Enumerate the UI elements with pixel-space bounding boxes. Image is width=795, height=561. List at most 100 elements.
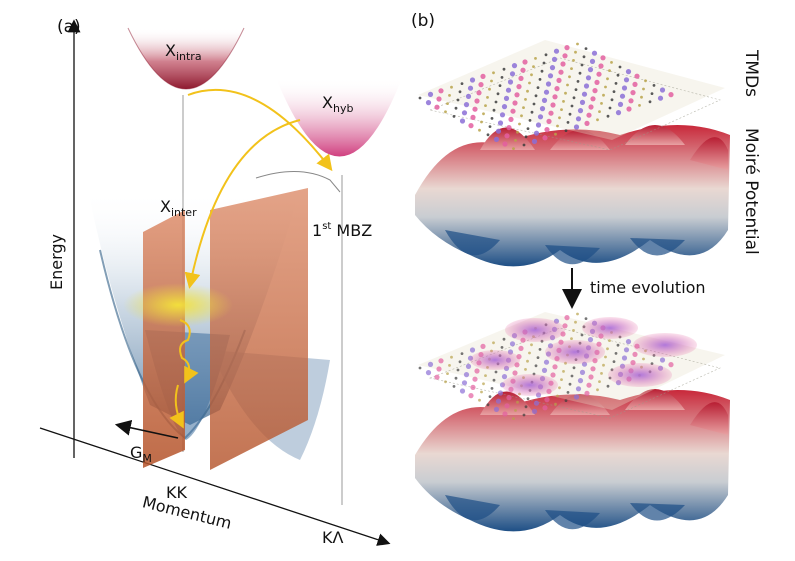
tmd-atom [617,101,624,107]
tmd-atom [558,386,561,390]
tmd-atom [446,372,449,375]
tmd-atom [492,71,495,75]
tmd-atom [540,69,544,73]
tmd-atom [534,94,538,98]
tmd-atom [526,359,529,363]
tmd-atom [543,89,550,95]
tmd-atom [650,92,654,95]
tmd-atom [579,99,586,105]
tmd-lattice-grid [428,327,721,419]
tmd-atom [532,102,536,106]
tmd-atom [506,395,512,401]
localized-exciton [505,318,565,342]
tmd-atom [514,92,520,98]
tmd-atom [536,356,540,359]
tmd-atom [488,87,491,91]
tmd-atom [541,97,548,103]
tmd-atom [564,399,568,402]
moire-peak [550,394,610,415]
tmd-atom [547,73,554,79]
tmd-atom [588,374,594,380]
tmd-atom [584,390,590,396]
tmd-atom [632,81,638,87]
tmd-atom [577,378,584,384]
tmd-atom [512,370,518,376]
tmd-atom [425,100,432,106]
tmd-atom [528,119,532,122]
tmd-atom [596,71,602,77]
tmd-atom [542,61,546,65]
momentum-plane-right [210,188,308,470]
tmd-atom [590,366,596,372]
moire-peak [550,130,610,150]
tmd-atom [589,58,596,64]
tmd-atom [478,128,481,132]
tmd-atom [500,76,504,79]
tmd-atom [560,61,566,67]
tmd-atom [506,125,512,131]
tmd-atom [618,65,622,69]
tmd-atom [642,357,645,361]
tmd-atom [562,100,565,103]
localized-exciton [608,363,672,387]
tmd-atom [562,53,568,59]
tmd-atom [584,120,590,126]
tmd-atom [577,108,584,114]
tmd-atom [465,363,472,369]
tmd-atom [520,114,523,118]
moire-surface-top [415,125,730,267]
tmd-atom [580,63,584,67]
tmd-atom [434,104,440,110]
tmd-atom [460,352,464,355]
tmd-atom [446,102,449,105]
tmd-atom [550,372,556,378]
tmd-atom [551,56,558,63]
tmd-atom [504,403,510,409]
tmd-atom [493,406,500,412]
tmd-atom [602,93,605,97]
tmd-atom [585,75,592,81]
tmd-atom [434,374,440,380]
tmd-atom [501,374,508,380]
tmd-atom [542,405,548,411]
moire-valley [630,238,685,256]
tmd-atom [528,81,531,85]
tmd-atom [509,341,516,347]
tmd-atom [514,409,517,412]
tmd-atom [642,87,645,91]
tmd-atom [514,139,517,142]
tmd-atom [418,366,422,370]
tmd-atom [469,347,476,353]
tmd-atom [456,98,460,102]
tmd-atom [564,91,567,95]
tmd-atom [502,337,506,341]
tmd-atom [553,48,560,54]
tmd-atom [566,121,570,124]
tmd-atom [610,61,613,64]
tmd-atom [584,317,588,320]
panel-a: (a) Energy Xintra Xhyb Xinter 1st MBZ GM… [39,17,402,547]
tmd-atom [532,65,535,68]
momentum-axis [39,427,391,546]
tmd-atom [522,413,526,417]
tmd-atom [570,337,573,340]
tmds-label: TMDs [741,49,761,97]
tmd-atom [572,366,576,370]
energy-axis-label: Energy [47,234,66,290]
tmd-atom [570,104,574,108]
tmd-atom [600,102,603,105]
tmd-atom [482,382,485,386]
tmd-atom [648,100,652,104]
tmd-atom [508,116,514,122]
tmd-atom [604,355,607,359]
tmd-atom [436,96,442,102]
moire-valley [445,230,500,256]
tmd-atom [592,88,598,94]
tmd-atom [615,110,622,116]
tmd-atom [538,78,542,81]
tmd-atom [612,90,616,93]
tmd-atom [526,127,530,130]
tmd-atom [490,117,494,120]
tmd-atom [606,347,609,351]
tmd-atom [484,104,487,107]
